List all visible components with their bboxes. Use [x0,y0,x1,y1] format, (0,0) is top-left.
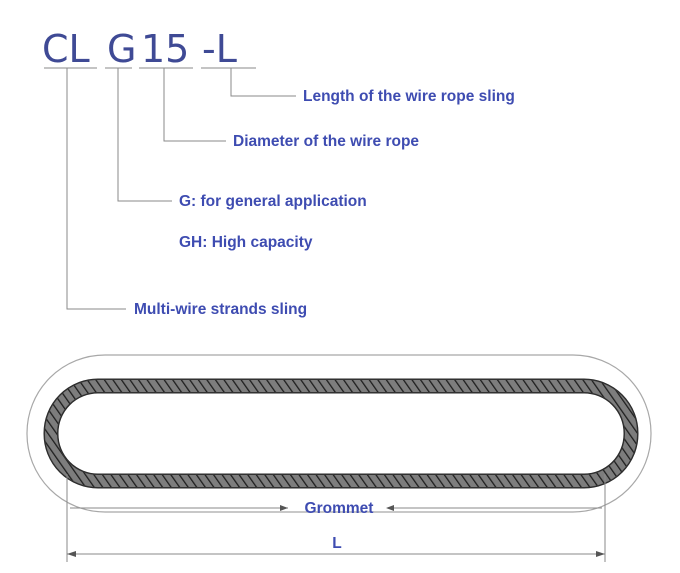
code-part-g: G [107,27,136,71]
leader-general [117,68,172,202]
grommet-rope [45,380,637,487]
grommet-rope-shadow [44,379,638,488]
label-diameter: Diameter of the wire rope [233,133,419,150]
label-high-capacity: GH: High capacity [179,234,313,251]
code-part-l: -L [202,27,237,71]
label-multi-wire: Multi-wire strands sling [134,301,307,318]
sling-outline [26,354,652,513]
leader-multi-wire [66,68,126,310]
grommet-arrow-right [280,505,288,511]
label-length: Length of the wire rope sling [303,88,515,105]
grommet-arrow-left [386,505,394,511]
code-part-cl: CL [42,27,90,71]
code-part-15: 15 [141,27,189,71]
grommet-rope-outer-edge [43,378,639,489]
length-arrow-right [596,551,605,557]
label-general: G: for general application [179,193,367,210]
leader-length [230,68,296,97]
grommet-rope-inner-edge [57,392,625,475]
length-arrow-left [67,551,76,557]
length-label: L [332,535,341,552]
leader-diameter [163,68,226,142]
grommet-label: Grommet [305,500,374,517]
